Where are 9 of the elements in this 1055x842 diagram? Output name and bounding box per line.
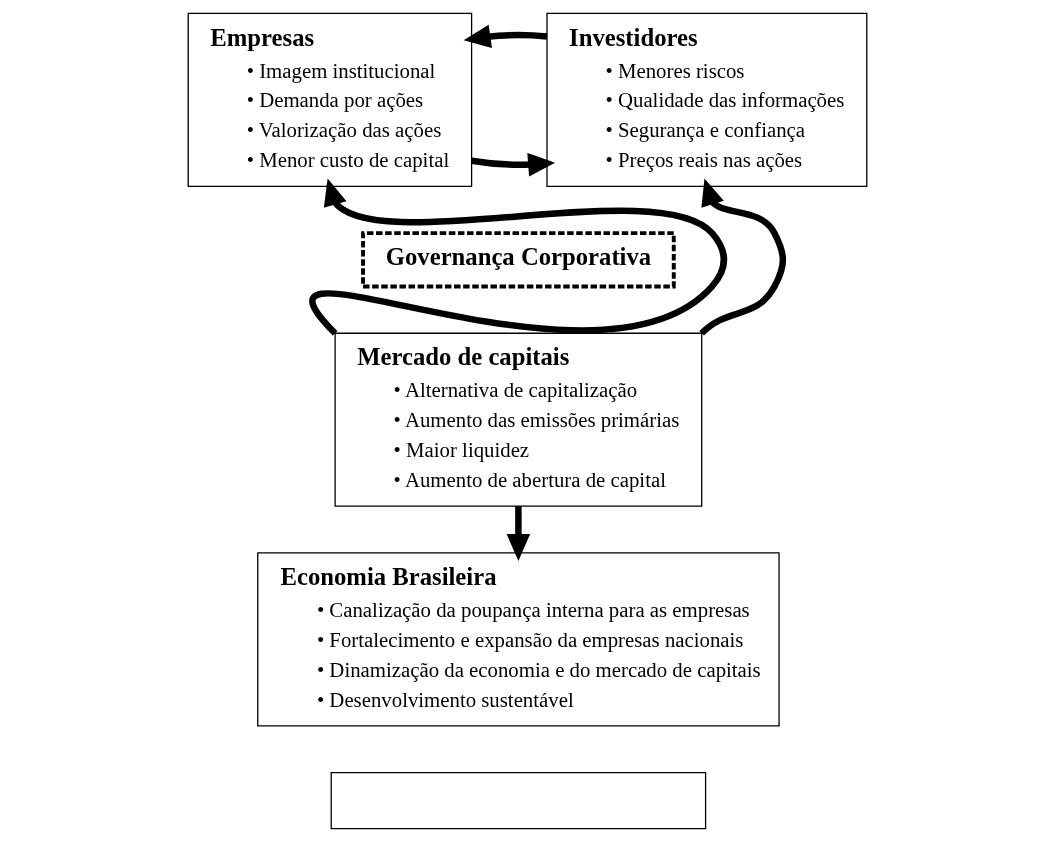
node-box: Governança Corporativa: [361, 231, 676, 289]
arrow: [471, 152, 556, 177]
arrow: [463, 24, 548, 49]
node-box: Empresas • Imagem institucional • Demanda por ações • Valorização das ações • Menor custo de capital: [187, 12, 473, 187]
arrow: [699, 178, 787, 336]
node-box: Economia Brasileira • Canalização da poupança interna para as empresas • Fortalecimento e expansão da empresas nacionais • Dinamização da economia e do mercado de capitais • Desenvolvimento sustentável: [257, 552, 780, 727]
node-box: Mercado de capitais • Alternativa de capitalização • Aumento das emissões primárias • Maior liquidez • Aumento de abertura de capital: [334, 332, 703, 507]
node-box: Investidores • Menores riscos • Qualidade das informações • Segurança e confiança • Preços reais nas ações: [546, 12, 868, 187]
node-box: [330, 772, 707, 830]
